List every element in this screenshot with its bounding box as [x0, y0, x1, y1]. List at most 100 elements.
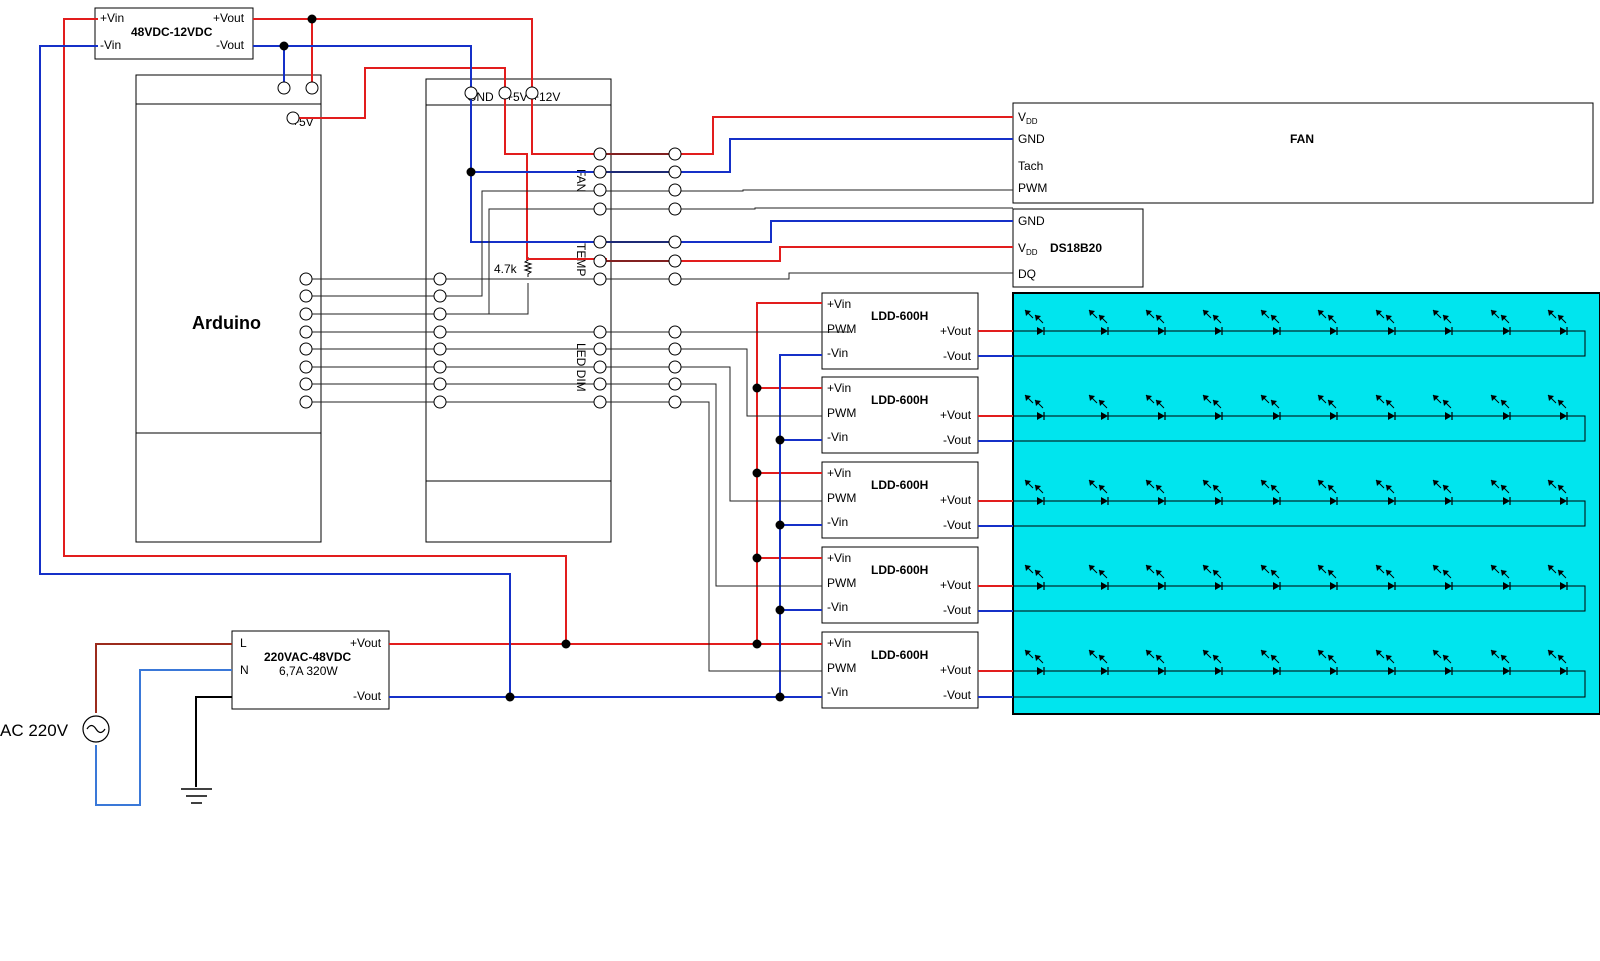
junction-dot	[775, 605, 785, 615]
led-diode	[1024, 649, 1045, 675]
ldd-vin-plus-label: +Vin	[827, 297, 851, 311]
psu-12v-vout-plus-label: +Vout	[213, 11, 245, 25]
fan-gnd-label: GND	[1018, 132, 1045, 146]
led-diode	[1260, 564, 1281, 590]
resistor-symbol	[523, 257, 533, 277]
connector-pin	[299, 342, 313, 356]
connector-pin	[299, 395, 313, 409]
junction-dot	[279, 41, 289, 51]
connector-pin	[464, 86, 478, 100]
psu-48v-supply: L N +Vout -Vout 220VAC-48VDC 6,7A 320W	[231, 630, 390, 710]
psu-12v-vin-plus-label: +Vin	[100, 11, 124, 25]
led-diode	[1490, 394, 1511, 420]
connector-pin	[433, 325, 447, 339]
ldd-vout-plus-label: +Vout	[940, 493, 972, 507]
led-diode	[1202, 394, 1223, 420]
connector-pin	[433, 395, 447, 409]
ac-source-symbol	[82, 715, 110, 743]
led-diode	[1202, 309, 1223, 335]
led-diode	[1547, 479, 1568, 505]
led-diode	[1202, 479, 1223, 505]
led-diode	[1375, 564, 1396, 590]
ds18b20-vdd-label: VDD	[1018, 241, 1038, 257]
connector-pin	[433, 307, 447, 321]
junction-dot	[752, 468, 762, 478]
led-diode	[1317, 479, 1338, 505]
connector-pin	[668, 235, 682, 249]
psu-48v-l-label: L	[240, 636, 247, 650]
connector-pin	[433, 272, 447, 286]
connector-pin	[668, 325, 682, 339]
connector-pin	[277, 81, 291, 95]
led-diode	[1145, 309, 1166, 335]
ldd-pwm-label: PWM	[827, 661, 856, 675]
led-diode	[1432, 649, 1453, 675]
led-diode	[1202, 564, 1223, 590]
ldd-vout-plus-label: +Vout	[940, 663, 972, 677]
connector-pin	[593, 272, 607, 286]
led-diode	[1145, 479, 1166, 505]
junction-dot	[752, 553, 762, 563]
led-diode	[1490, 479, 1511, 505]
psu-12v-title: 48VDC-12VDC	[131, 25, 213, 39]
arduino-title: Arduino	[192, 313, 261, 333]
psu-48v-n-label: N	[240, 663, 249, 677]
connector-pin	[668, 272, 682, 286]
connector-pin	[593, 395, 607, 409]
led-diode	[1375, 309, 1396, 335]
led-diode	[1432, 394, 1453, 420]
junction-dot	[307, 14, 317, 24]
junction-dot	[775, 692, 785, 702]
led-diode	[1317, 394, 1338, 420]
led-diode	[1088, 309, 1109, 335]
led-diode	[1432, 564, 1453, 590]
fan-title: FAN	[1290, 132, 1314, 146]
psu-48v-title: 220VAC-48VDC	[264, 650, 351, 664]
ldd-vin-minus-label: -Vin	[827, 600, 848, 614]
led-string-5	[1013, 649, 1586, 698]
ac-wiring	[95, 643, 232, 806]
connector-pin	[593, 377, 607, 391]
led-diode	[1145, 649, 1166, 675]
ds18b20-dq-label: DQ	[1018, 267, 1036, 281]
psu-12v-vin-minus-label: -Vin	[100, 38, 121, 52]
led-diode	[1317, 309, 1338, 335]
ldd-vin-minus-label: -Vin	[827, 515, 848, 529]
connector-pin	[593, 165, 607, 179]
connector-pin	[593, 360, 607, 374]
ac-source-label: AC 220V	[0, 721, 69, 740]
connector-pin	[593, 147, 607, 161]
connector-pin	[299, 360, 313, 374]
connector-pin	[498, 86, 512, 100]
junction-dot	[775, 435, 785, 445]
shield-12v-label: +12V	[532, 90, 560, 104]
psu-48v-rating: 6,7A 320W	[279, 664, 338, 678]
led-diode	[1317, 564, 1338, 590]
fan-tach-label: Tach	[1018, 159, 1043, 173]
led-diode	[1547, 649, 1568, 675]
ldd-title: LDD-600H	[871, 563, 928, 577]
connector-pin	[299, 307, 313, 321]
arduino-board: Arduino +5V	[135, 74, 322, 543]
connector-pin	[286, 111, 300, 125]
connector-pin	[433, 377, 447, 391]
junction-dot	[752, 383, 762, 393]
led-diode	[1432, 309, 1453, 335]
psu-12v-converter: +Vin -Vin +Vout -Vout 48VDC-12VDC	[94, 7, 254, 60]
led-string-3	[1013, 479, 1586, 527]
connector-pin	[668, 147, 682, 161]
led-diode	[1024, 564, 1045, 590]
led-diode	[1375, 649, 1396, 675]
ldd-vin-plus-label: +Vin	[827, 551, 851, 565]
connector-pin	[593, 183, 607, 197]
led-diode	[1145, 394, 1166, 420]
ground-symbol	[181, 788, 212, 804]
ldd-vout-plus-label: +Vout	[940, 324, 972, 338]
resistor-label: 4.7k	[494, 262, 518, 276]
ldd-vin-minus-label: -Vin	[827, 346, 848, 360]
connector-pin	[668, 360, 682, 374]
